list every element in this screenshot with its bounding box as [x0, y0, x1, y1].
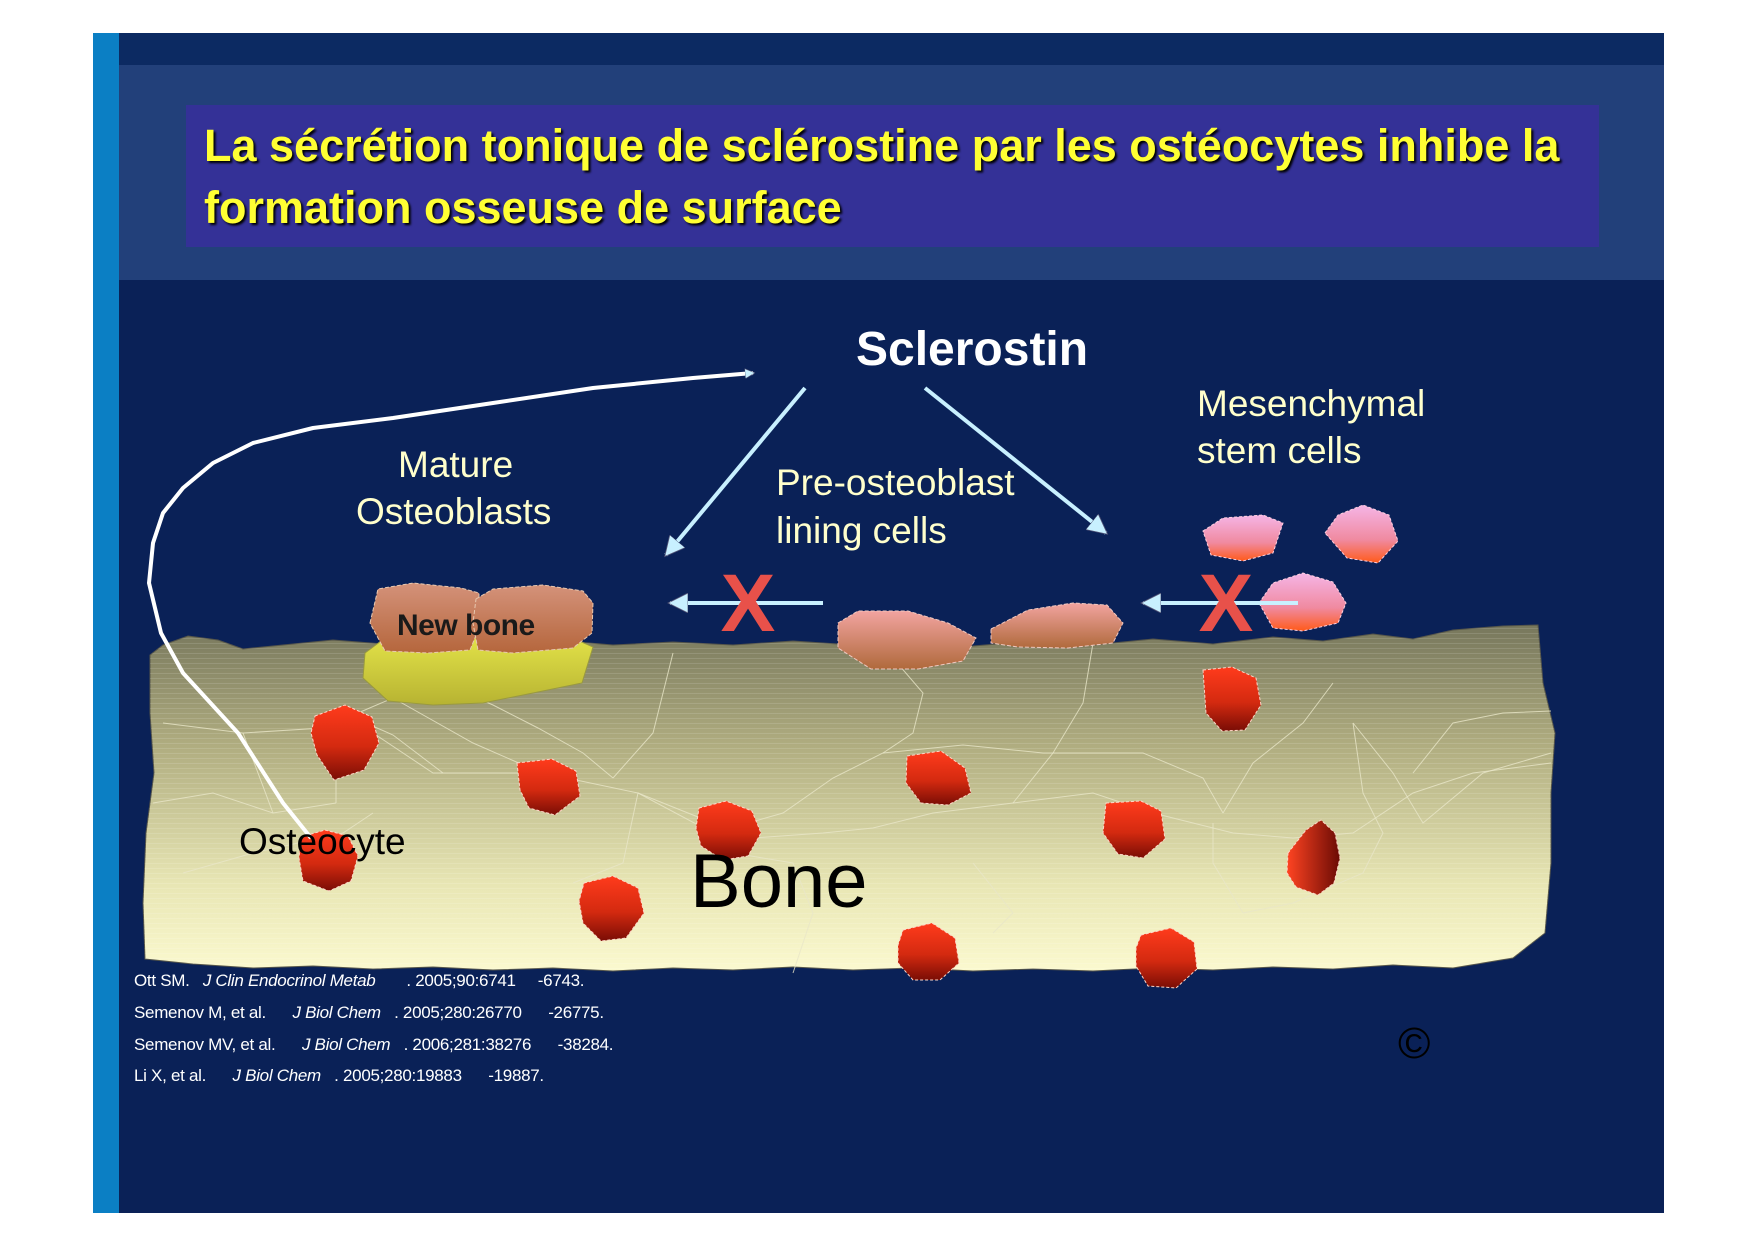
bone-diagram: X X — [142, 33, 1556, 989]
osteocyte-cell — [1286, 819, 1341, 896]
copyright-symbol: © — [1398, 1019, 1431, 1068]
mature-osteoblast-cell — [472, 584, 594, 654]
osteocyte-cell — [1135, 927, 1198, 989]
lining-cell — [990, 602, 1124, 649]
slide: La sécrétion tonique de sclérostine par … — [93, 33, 1664, 1213]
header-band — [119, 33, 1664, 65]
inhibit-x-right: X — [1199, 558, 1254, 649]
osteocyte-cell — [1102, 800, 1166, 859]
slide-title: La sécrétion tonique de sclérostine par … — [204, 120, 1560, 233]
pre-osteoblast-label-line1: Pre-osteoblast — [776, 462, 1015, 503]
osteocyte-label: Osteocyte — [239, 821, 406, 862]
osteocyte-cell — [578, 875, 645, 942]
side-accent-bar — [93, 33, 119, 1213]
osteocyte-cell — [298, 829, 359, 892]
msc-label-line2: stem cells — [1197, 430, 1362, 471]
reference-2: Semenov M, et al. J Biol Chem . 2005;280… — [134, 1003, 604, 1022]
sclerostin-arrow-left — [666, 386, 807, 555]
mature-osteoblasts-label-line1: Mature — [398, 444, 514, 485]
osteocyte-cell — [310, 704, 380, 781]
reference-1: Ott SM. J Clin Endocrinol Metab . 2005;9… — [134, 971, 585, 990]
new-bone-label: New bone — [397, 609, 535, 642]
msc-cell — [1202, 514, 1284, 562]
title-box: La sécrétion tonique de sclérostine par … — [186, 105, 1599, 247]
mature-osteoblasts-label-line2: Osteoblasts — [356, 491, 552, 532]
reference-4: Li X, et al. J Biol Chem . 2005;280:1988… — [134, 1066, 544, 1085]
osteocytes — [298, 666, 1341, 989]
msc-cell — [1324, 504, 1399, 564]
osteocyte-cell — [897, 922, 960, 981]
osteocyte-cell — [1202, 666, 1262, 732]
osteocyte-cell — [516, 758, 581, 816]
inhibit-x-left: X — [721, 558, 776, 649]
sclerostin-arrow-right — [923, 386, 1106, 533]
msc-cell — [1258, 572, 1347, 632]
reference-3: Semenov MV, et al. J Biol Chem . 2006;28… — [134, 1035, 614, 1054]
mesenchymal-stem-cells — [1202, 504, 1399, 632]
mature-osteoblast-cell — [369, 582, 480, 654]
feedback-arrow — [147, 373, 753, 840]
bone-texture — [143, 625, 1555, 971]
msc-label-line1: Mesenchymal — [1197, 383, 1426, 424]
pre-osteoblast-label-line2: lining cells — [776, 510, 947, 551]
bone-label: Bone — [690, 839, 868, 924]
lining-cell — [837, 610, 977, 670]
sclerostin-label: Sclerostin — [856, 323, 1089, 376]
osteocyte-cell — [695, 800, 762, 861]
osteocyte-cell — [905, 750, 972, 806]
